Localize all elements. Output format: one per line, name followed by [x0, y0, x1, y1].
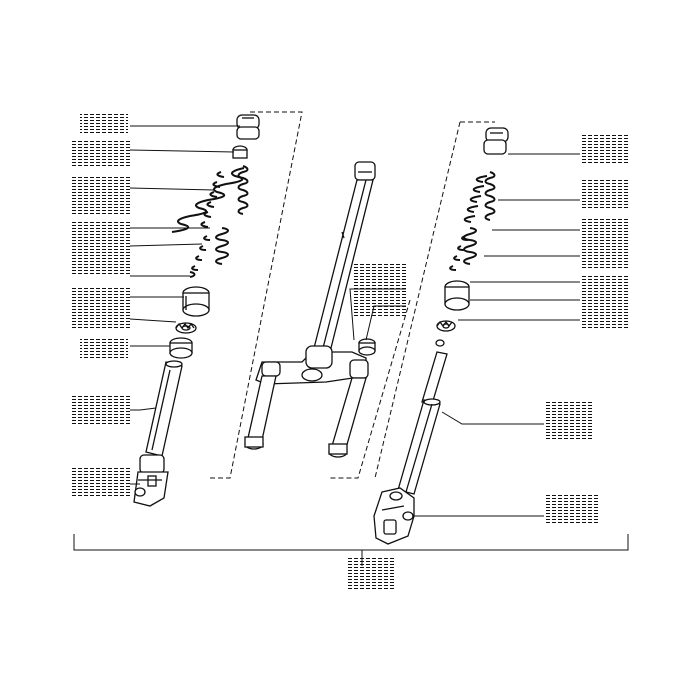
callout-mark — [72, 176, 130, 216]
left-yoke-tube-icon — [244, 375, 277, 450]
callout-mark — [580, 178, 628, 208]
callout-mark — [72, 140, 130, 166]
left-bushing-icon — [182, 286, 210, 317]
right-lower-slider-icon — [373, 487, 415, 545]
right-yoke-tube-icon — [328, 377, 367, 458]
callout-mark — [80, 112, 128, 134]
right-oil-seal-icon — [435, 320, 456, 347]
steering-bearing-icon — [358, 338, 376, 356]
left-seal-holder-icon — [169, 337, 193, 359]
callout-mark — [544, 402, 594, 440]
callout-marks — [72, 112, 628, 590]
right-bushing-icon — [444, 280, 470, 311]
bottom-yoke-icon — [255, 345, 369, 385]
left-fork-tube-icon — [145, 360, 183, 457]
left-oil-seal-icon — [175, 322, 197, 334]
steering-stem-icon — [313, 161, 376, 353]
left-retaining-ring-icon — [232, 145, 248, 159]
right-fork-tube-icon — [397, 351, 448, 495]
callout-mark — [346, 556, 394, 590]
left-lower-slider-icon — [133, 454, 169, 507]
left-upper-spring-icon — [171, 165, 249, 233]
right-upper-spring-icon — [463, 171, 496, 223]
right-assembly-outline — [330, 121, 495, 479]
callout-mark — [72, 394, 130, 424]
callout-mark — [72, 468, 130, 496]
left-lower-spring-icon — [189, 227, 229, 278]
callout-mark — [544, 494, 598, 524]
callout-mark — [580, 276, 628, 328]
callout-mark — [580, 218, 628, 268]
left-assembly-outline — [208, 111, 303, 479]
callout-mark — [352, 264, 406, 316]
callout-mark — [80, 338, 128, 358]
steering-stem-assembly — [244, 161, 376, 458]
callout-mark — [72, 220, 130, 276]
right-top-cap-icon — [483, 127, 509, 155]
leader-lines — [73, 125, 629, 566]
callout-mark — [580, 134, 628, 164]
left-fork-leg — [133, 114, 260, 507]
right-fork-leg — [373, 127, 509, 545]
right-lower-spring-icon — [449, 227, 477, 271]
callout-mark — [72, 288, 130, 328]
left-top-cap-icon — [236, 114, 260, 140]
